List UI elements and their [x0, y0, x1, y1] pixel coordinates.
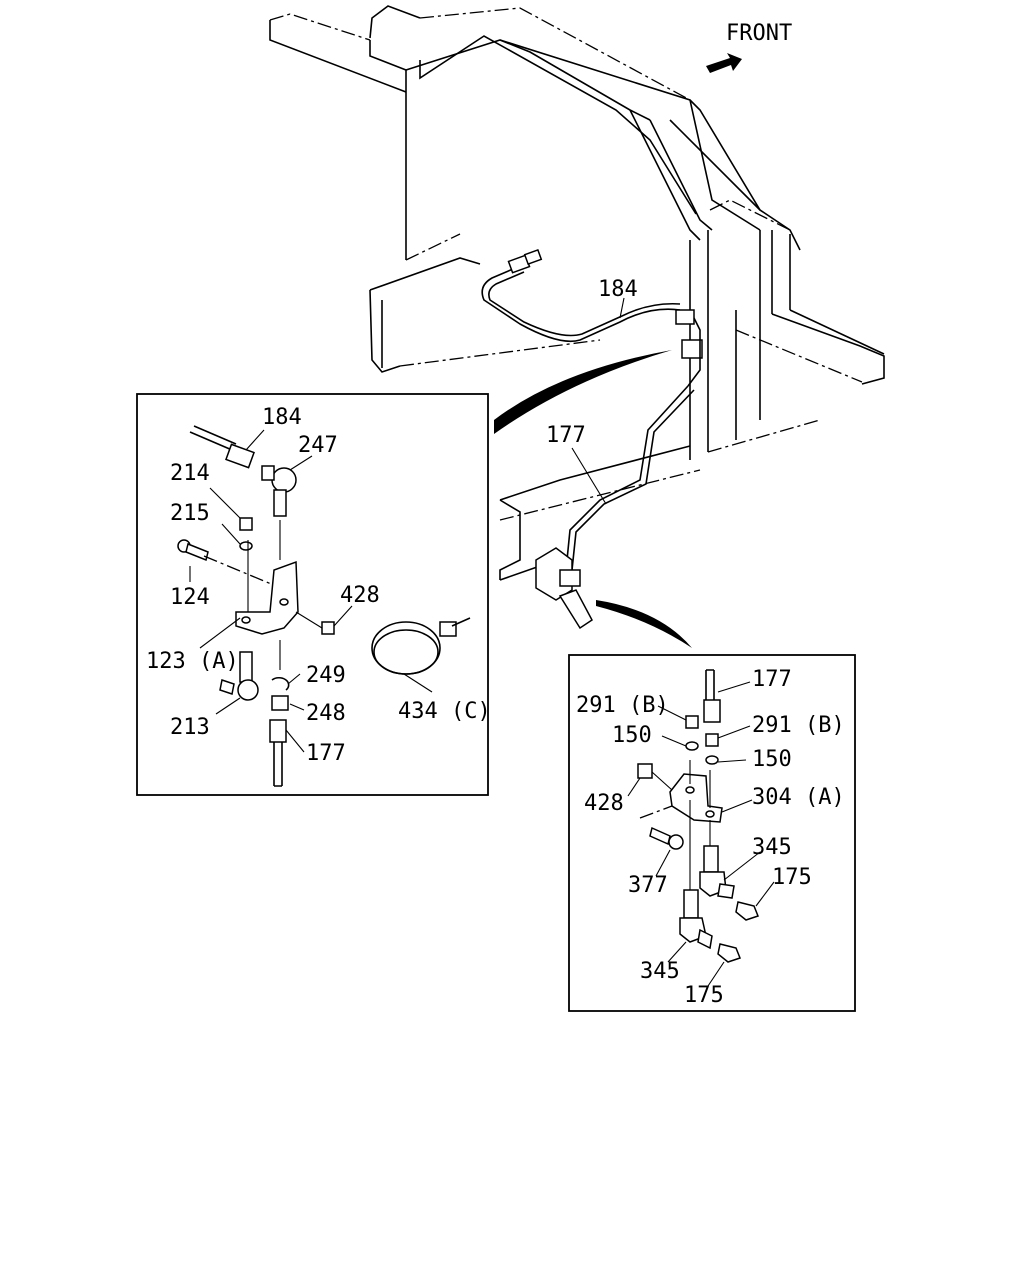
right-callout-150-left: 150	[612, 723, 652, 748]
main-callout-184: 184	[598, 277, 638, 302]
right-callout-291b-right: 291 (B)	[752, 713, 845, 738]
front-direction-indicator: FRONT	[706, 21, 792, 73]
right-callout-428: 428	[584, 791, 624, 816]
left-callout-215: 215	[170, 501, 210, 526]
main-callout-177: 177	[546, 423, 586, 448]
left-callout-248: 248	[306, 701, 346, 726]
left-callout-247: 247	[298, 433, 338, 458]
left-callout-123a: 123 (A)	[146, 649, 239, 674]
left-callout-214: 214	[170, 461, 210, 486]
left-callout-213: 213	[170, 715, 210, 740]
right-callout-291b-left: 291 (B)	[576, 693, 669, 718]
detail-right-box: 177 291 (B) 291 (B) 150 150 428 304 (A) …	[568, 654, 856, 1012]
right-callout-345-lower: 345	[640, 959, 680, 984]
right-callout-175-lower: 175	[684, 983, 724, 1008]
right-callout-175-upper: 175	[772, 865, 812, 890]
detail-left-box: 184 247 214 215 124 428 123 (A) 249 248 …	[136, 393, 491, 796]
left-callout-249: 249	[306, 663, 346, 688]
left-callout-184: 184	[262, 405, 302, 430]
right-callout-377: 377	[628, 873, 668, 898]
right-callout-177: 177	[752, 667, 792, 692]
left-callout-428: 428	[340, 583, 380, 608]
main-view: 184 177	[269, 5, 885, 648]
left-callout-124: 124	[170, 585, 210, 610]
front-arrow-icon	[706, 53, 742, 73]
front-label: FRONT	[726, 21, 792, 46]
left-callout-177: 177	[306, 741, 346, 766]
left-callout-434c: 434 (C)	[398, 699, 491, 724]
right-callout-304a: 304 (A)	[752, 785, 845, 810]
right-callout-345-upper: 345	[752, 835, 792, 860]
right-callout-150-right: 150	[752, 747, 792, 772]
